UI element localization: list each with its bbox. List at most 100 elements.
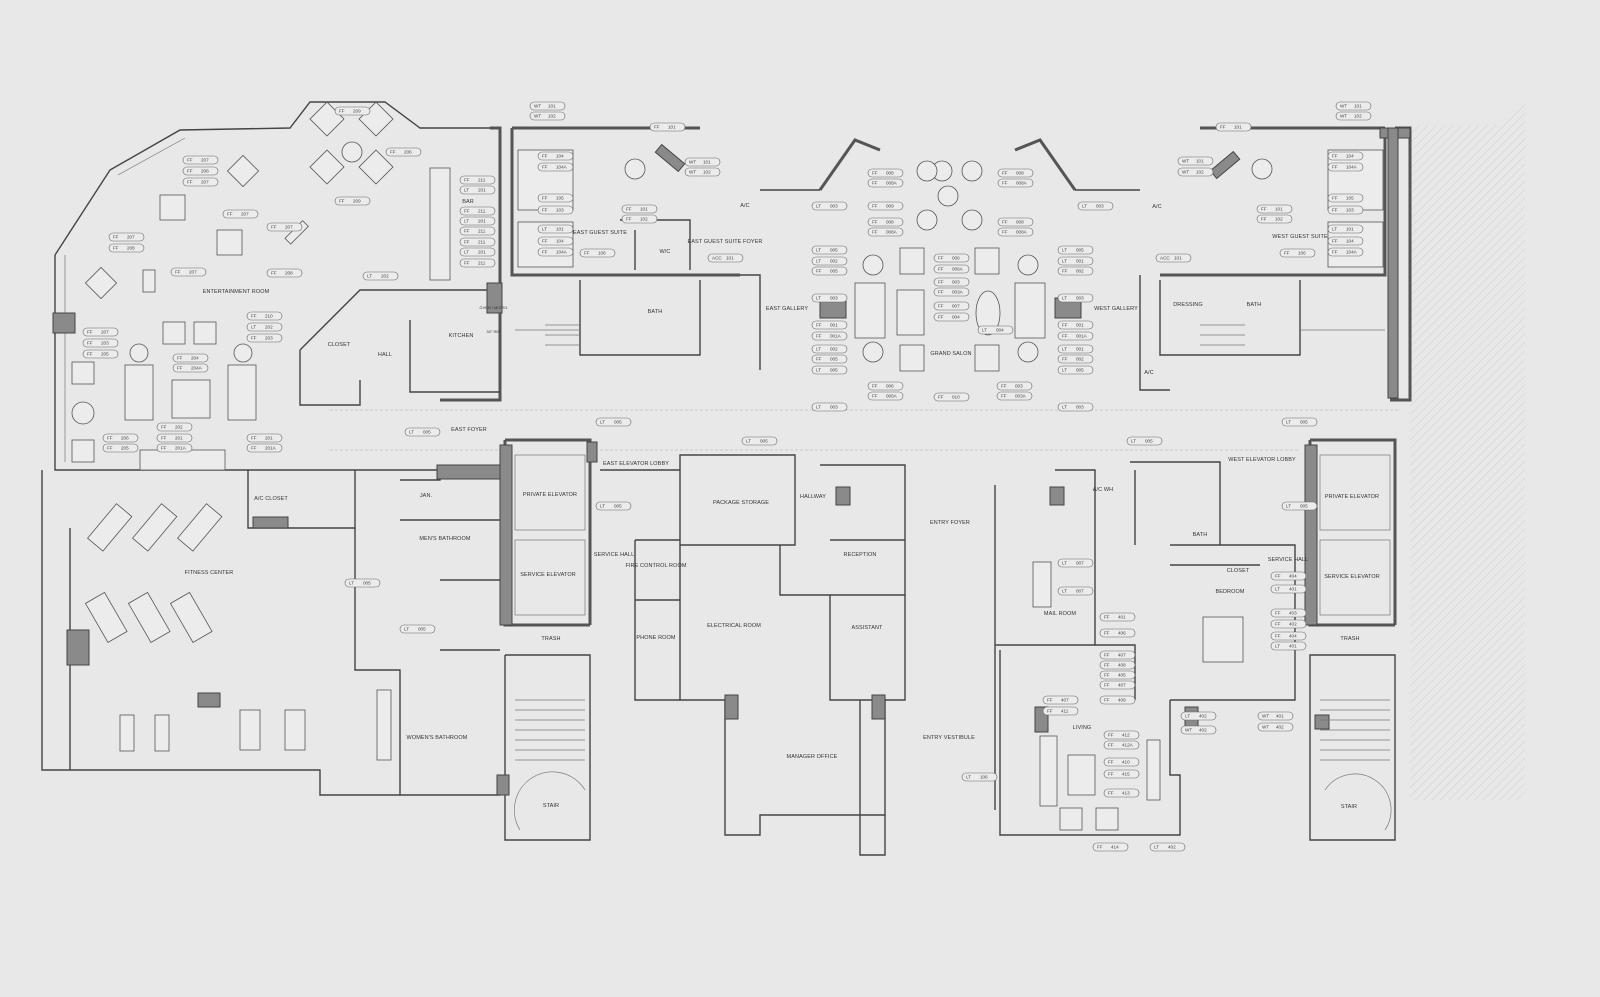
room-label-jan: JAN. (420, 493, 433, 499)
tag-code: 002 (830, 259, 838, 264)
room-label-west-elevator-lobby: WEST ELEVATOR LOBBY (1228, 457, 1296, 463)
tag-code: 205 (101, 352, 109, 357)
tag-type: FF (107, 446, 113, 451)
tag-code: 007 (1076, 589, 1084, 594)
tag-outline (1103, 740, 1140, 750)
tag-type: FF (1261, 207, 1267, 212)
room-label-phone-room: PHONE ROOM (636, 635, 676, 641)
tag-code: 003 (1096, 204, 1104, 209)
tag-code: 101 (1196, 159, 1204, 164)
tag-outline (459, 237, 496, 247)
tag-code: 405 (1118, 673, 1126, 678)
tag-outline (1042, 695, 1079, 705)
tag-outline (1149, 842, 1186, 852)
room-label-private-elevator-west: PRIVATE ELEVATOR (1325, 494, 1379, 500)
tag-type: FF (1332, 239, 1338, 244)
tag-code: 005 (1300, 420, 1308, 425)
tag-code: 404 (1289, 574, 1297, 579)
room-label-grand-salon: GRAND SALON (930, 351, 971, 357)
tag-type: FF (1275, 622, 1281, 627)
tag-type: FF (542, 239, 548, 244)
tag-outline (362, 271, 399, 281)
tag-outline (246, 443, 283, 453)
room-label-womens-bathroom: WOMEN'S BATHROOM (407, 735, 468, 741)
tag-outline (621, 204, 658, 214)
tag-type: FF (390, 150, 396, 155)
tag-outline (996, 391, 1033, 401)
tag-outline (997, 178, 1034, 188)
tag-code: 203 (265, 336, 273, 341)
tag-outline (933, 392, 970, 402)
tag-code: 006A (886, 394, 898, 399)
tag-code: 103 (1346, 208, 1354, 213)
tag-outline (1103, 730, 1140, 740)
tag-code: 407 (1118, 683, 1126, 688)
tag-outline (222, 209, 259, 219)
tag-code: 211 (478, 209, 486, 214)
tag-outline (1327, 151, 1364, 161)
tag-outline (1180, 725, 1217, 735)
tag-type: FF (872, 230, 878, 235)
tag-code: 005 (760, 439, 768, 444)
tag-outline (459, 247, 496, 257)
tag-type: LT (1332, 227, 1337, 232)
tag-type: FF (542, 208, 548, 213)
tag-type: WT (689, 170, 696, 175)
tag-type: LT (251, 325, 256, 330)
tag-outline (246, 311, 283, 321)
tag-outline (246, 333, 283, 343)
tag-code: 201 (265, 436, 273, 441)
tag-type: LT (542, 227, 547, 232)
tag-code: 101 (1354, 104, 1362, 109)
tag-outline (82, 338, 119, 348)
tag-type: FF (187, 180, 193, 185)
tag-type: FF (542, 165, 548, 170)
tag-code: 102 (1196, 170, 1204, 175)
tag-code: 101 (726, 256, 734, 261)
tag-outline (537, 151, 574, 161)
tag-type: FF (1097, 845, 1103, 850)
tag-type: FF (542, 196, 548, 201)
tag-outline (1099, 612, 1136, 622)
tag-outline (811, 344, 848, 354)
tag-outline (537, 236, 574, 246)
room-label-bath-east: BATH (648, 309, 663, 315)
tag-type: FF (626, 207, 632, 212)
tag-type: FF (938, 315, 944, 320)
tag-outline (344, 578, 381, 588)
tag-type: FF (87, 352, 93, 357)
tag-type: FF (87, 330, 93, 335)
tag-outline (649, 122, 686, 132)
tag-code: 104A (556, 250, 568, 255)
tag-code: 003 (1076, 296, 1084, 301)
tag-code: 209 (353, 199, 361, 204)
room-label-ref: 30" REF (487, 330, 503, 334)
tag-outline (811, 293, 848, 303)
tag-type: LT (1185, 714, 1190, 719)
tag-outline (246, 433, 283, 443)
tag-code: 005 (614, 420, 622, 425)
tag-outline (811, 402, 848, 412)
tag-outline (1092, 842, 1129, 852)
tag-code: 005 (830, 248, 838, 253)
tag-outline (385, 147, 422, 157)
tag-type: FF (938, 267, 944, 272)
tag-outline (867, 391, 904, 401)
